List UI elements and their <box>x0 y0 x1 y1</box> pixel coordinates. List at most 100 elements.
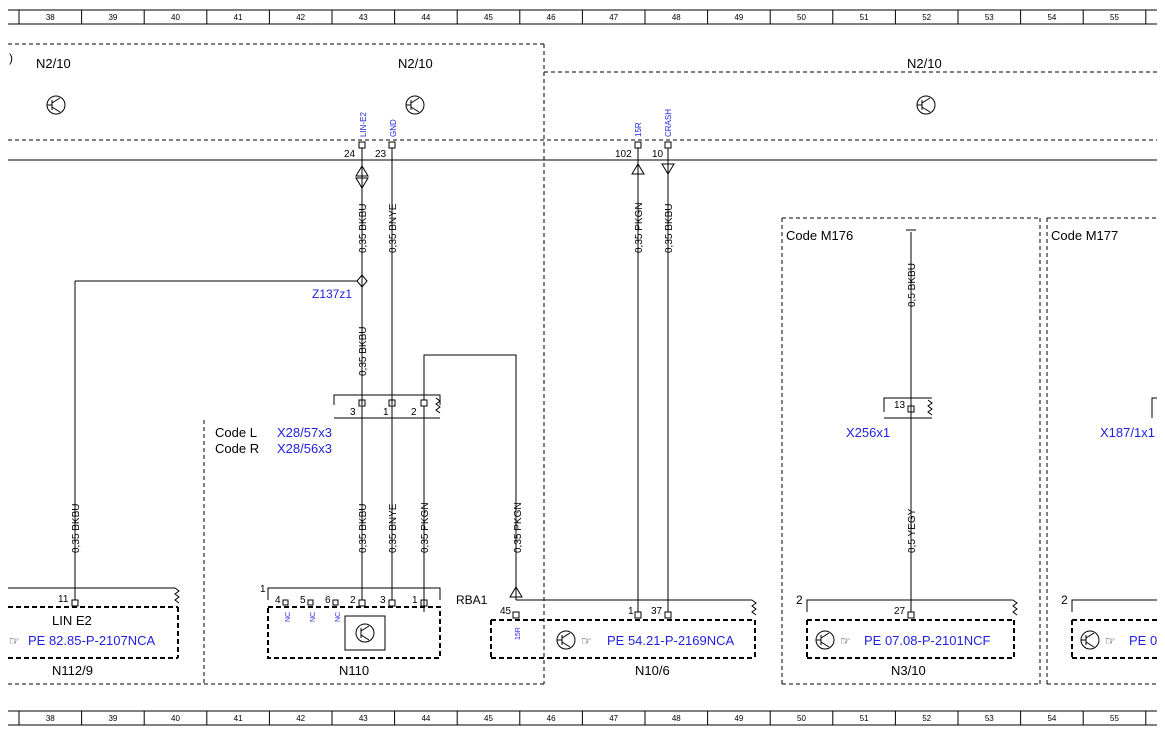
pin-45: 45 <box>500 606 512 617</box>
grid-column-label: 41 <box>234 13 243 22</box>
grid-column-label: 39 <box>108 13 117 22</box>
n10-6-box <box>490 586 757 659</box>
grid-column-label: 45 <box>484 714 493 723</box>
grid-column-label: 45 <box>484 13 493 22</box>
pin-102: 102 <box>615 149 632 160</box>
pin-3-n110: 3 <box>380 595 386 606</box>
grid-column-label: 53 <box>985 714 994 723</box>
pin-27: 27 <box>894 606 906 617</box>
grid-column-label: 44 <box>421 13 430 22</box>
n112-9-label: N112/9 <box>52 663 93 678</box>
grid-column-label: 50 <box>797 13 806 22</box>
grid-column-label: 54 <box>1047 714 1056 723</box>
wire-label: 0,35 BKBU <box>358 204 369 253</box>
pin-37: 37 <box>651 606 663 617</box>
n110-index: 1 <box>260 584 266 595</box>
wire-label: 0,35 BKBU <box>358 504 369 553</box>
pin-6: 6 <box>325 595 331 606</box>
wire-label: 0,35 BNYE <box>388 503 399 553</box>
signal-lin-e2: LIN-E2 <box>359 112 368 137</box>
connector-x28-56x3: X28/56x3 <box>277 441 332 456</box>
grid-column-label: 40 <box>171 714 180 723</box>
grid-column-label: 53 <box>985 13 994 22</box>
signal-nc: NC <box>285 612 292 622</box>
svg-text:): ) <box>9 51 13 65</box>
rba1-label: RBA1 <box>456 593 488 607</box>
n3-10-box <box>806 599 1018 659</box>
wire-label: 0,35 PKGN <box>634 202 645 253</box>
transistor-icon <box>916 95 936 115</box>
grid-column-label: 51 <box>860 714 869 723</box>
grid-column-label: 49 <box>734 714 743 723</box>
grid-column-label: 42 <box>296 714 305 723</box>
grid-column-label: 46 <box>547 13 556 22</box>
wire-label: 0,5 BKBU <box>907 263 918 307</box>
ref-pe-54-21[interactable]: PE 54.21-P-2169NCA <box>607 633 735 648</box>
code-frame <box>8 420 544 685</box>
wire-label: 0,35 BKBU <box>664 204 675 253</box>
wire-lin-e2 <box>74 148 369 600</box>
grid-column-label: 48 <box>672 13 681 22</box>
n2-10-label-mid: N2/10 <box>398 56 433 71</box>
ref-pe-0[interactable]: PE 0 <box>1129 633 1157 648</box>
n10-6-label: N10/6 <box>635 663 670 678</box>
pin-10: 10 <box>652 149 664 160</box>
pin-24: 24 <box>344 149 356 160</box>
connector-x256x1: X256x1 <box>846 425 890 440</box>
code-l: Code L <box>215 425 257 440</box>
ref-pe-07-08[interactable]: PE 07.08-P-2101NCF <box>864 633 991 648</box>
ref-pe-82-85[interactable]: PE 82.85-P-2107NCA <box>28 633 156 648</box>
code-m177: Code M177 <box>1051 228 1118 243</box>
wire-label: 0,35 BNYE <box>388 203 399 253</box>
grid-column-label: 43 <box>359 714 368 723</box>
connector-x28-57x3: X28/57x3 <box>277 425 332 440</box>
pin-13: 13 <box>894 400 906 411</box>
grid-column-label: 52 <box>922 13 931 22</box>
grid-column-label: 48 <box>672 714 681 723</box>
pin-11: 11 <box>58 594 69 605</box>
pin-4: 4 <box>275 595 281 606</box>
grid-column-label: 51 <box>860 13 869 22</box>
lin-e2-label: LIN E2 <box>52 613 92 628</box>
signal-nc: NC <box>335 612 342 622</box>
grid-column-label: 38 <box>46 13 55 22</box>
transistor-icon <box>46 95 66 115</box>
grid-column-label: 52 <box>922 714 931 723</box>
code-r: Code R <box>215 441 259 456</box>
n110-box <box>267 587 441 659</box>
grid-column-label: 42 <box>296 13 305 22</box>
hand-pointer-icon: ☞ <box>840 634 851 648</box>
wire-crash <box>661 148 675 612</box>
wire-label: 0,35 PKGN <box>420 502 431 553</box>
n2-10-frame: ) <box>8 43 1157 684</box>
transistor-icon <box>1080 630 1100 650</box>
wire-label: 0,35 BKBU <box>358 327 369 376</box>
grid-column-label: 47 <box>609 714 618 723</box>
wire-label: 0,5 YEGY <box>907 508 918 553</box>
pin-1: 1 <box>383 407 389 418</box>
splice-z137z1: Z137z1 <box>312 287 352 301</box>
connector-x28 <box>333 354 517 612</box>
grid-column-label: 54 <box>1047 13 1056 22</box>
hand-pointer-icon: ☞ <box>9 634 20 648</box>
signal-crash: CRASH <box>664 109 673 137</box>
pin-1-n110: 1 <box>412 595 418 606</box>
transistor-icon <box>355 623 375 643</box>
n3-10-index: 2 <box>796 593 803 607</box>
n110-label: N110 <box>339 663 369 678</box>
transistor-icon <box>815 630 835 650</box>
pin-23: 23 <box>375 149 387 160</box>
transistor-icon <box>405 95 425 115</box>
transistor-icon <box>556 630 576 650</box>
grid-column-label: 43 <box>359 13 368 22</box>
grid-column-label: 49 <box>734 13 743 22</box>
n2-10-label-left: N2/10 <box>36 56 71 71</box>
pin-5: 5 <box>300 595 306 606</box>
code-m177-frame <box>1046 217 1157 685</box>
grid-column-label: 55 <box>1110 13 1119 22</box>
code-m176: Code M176 <box>786 228 853 243</box>
wire-label: 0,35 BKBU <box>71 504 82 553</box>
